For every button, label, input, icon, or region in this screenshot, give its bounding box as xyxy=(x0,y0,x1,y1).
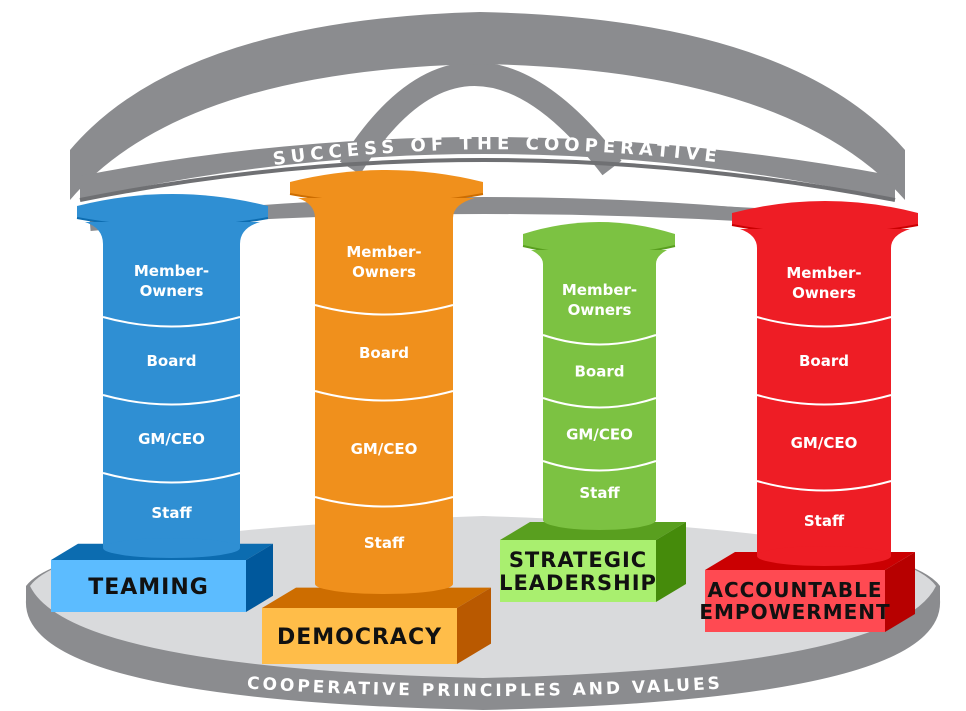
segment-label: Member- Owners xyxy=(786,264,861,302)
segment-label-line: GM/CEO xyxy=(351,440,418,458)
segment-label: Board xyxy=(359,344,409,362)
segment-label-line: Staff xyxy=(151,504,192,522)
base-front-face xyxy=(262,608,457,664)
segment-divider xyxy=(756,394,892,406)
base-side-face xyxy=(457,587,491,664)
capital-neck xyxy=(85,222,260,244)
segment-label: GM/CEO xyxy=(138,430,205,448)
segment-label-line: Member- xyxy=(786,264,861,282)
pillar-base-democracy: DEMOCRACY xyxy=(262,587,491,664)
pillars: TEAMINGMember-OwnersBoardGM/CEOStaffDEMO… xyxy=(51,170,919,664)
segment-label: GM/CEO xyxy=(566,426,633,444)
pillar-shaft xyxy=(315,214,453,584)
segment-label: Staff xyxy=(151,504,192,522)
segment-label-line: Staff xyxy=(804,512,845,530)
segment-label-line: Owners xyxy=(352,263,416,281)
base-label-line: ACCOUNTABLE xyxy=(707,578,882,602)
segment-divider xyxy=(102,472,241,484)
segment-label: Staff xyxy=(804,512,845,530)
shaft-bottom xyxy=(315,574,453,594)
segment-divider xyxy=(314,304,454,316)
pillar-capital xyxy=(732,201,918,234)
segment-label-line: GM/CEO xyxy=(791,434,858,452)
segment-label: Member- Owners xyxy=(562,281,637,319)
segment-label-line: Member- xyxy=(562,281,637,299)
base-top-face xyxy=(262,587,491,608)
dome-arch xyxy=(339,62,622,176)
segment-divider xyxy=(102,316,241,328)
base-front-face xyxy=(705,570,885,632)
base-label-line: STRATEGIC xyxy=(509,548,647,572)
base-side-face xyxy=(656,522,686,602)
base-label-line: EMPOWERMENT xyxy=(699,600,890,624)
segment-divider xyxy=(314,496,454,508)
segment-label-line: Board xyxy=(359,344,409,362)
segment-label: GM/CEO xyxy=(791,434,858,452)
segment-divider xyxy=(542,397,657,409)
base-label-line: TEAMING xyxy=(88,575,209,600)
pillar-shaft xyxy=(543,260,656,520)
segment-label-line: Member- xyxy=(134,262,209,280)
capital-neck xyxy=(531,250,667,264)
dome-front-ring-shadow xyxy=(79,158,896,202)
segment-label-line: Member- xyxy=(346,243,421,261)
base-front-face xyxy=(51,560,246,612)
segment-divider xyxy=(542,334,657,346)
segment-label: GM/CEO xyxy=(351,440,418,458)
segment-divider xyxy=(542,460,657,472)
shaft-bottom xyxy=(543,510,656,530)
base-label-line: LEADERSHIP xyxy=(499,571,657,595)
dome-outer-band xyxy=(70,12,905,200)
segment-label-line: GM/CEO xyxy=(138,430,205,448)
dome-front-ring xyxy=(80,137,895,200)
base-front-face xyxy=(500,540,656,602)
segment-label-line: Board xyxy=(799,352,849,370)
segment-label-line: Owners xyxy=(140,282,204,300)
pillar-capital xyxy=(290,170,483,203)
shaft-bottom xyxy=(757,546,891,566)
segment-label: Member- Owners xyxy=(134,262,209,300)
base-label: DEMOCRACY xyxy=(277,625,442,650)
base-side-face xyxy=(885,552,915,632)
segment-label: Board xyxy=(575,363,625,381)
segment-label: Board xyxy=(147,352,197,370)
segment-divider xyxy=(102,394,241,406)
segment-label: Member- Owners xyxy=(346,243,421,281)
segment-divider xyxy=(756,316,892,328)
segment-label: Staff xyxy=(579,484,620,502)
segment-label-line: Owners xyxy=(792,284,856,302)
segment-label-line: Staff xyxy=(579,484,620,502)
segment-label: Board xyxy=(799,352,849,370)
capital-neck xyxy=(298,198,475,218)
pillar-shaft xyxy=(103,240,240,548)
pillar-base-teaming: TEAMING xyxy=(51,543,273,612)
shaft-bottom xyxy=(103,538,240,558)
segment-divider xyxy=(756,480,892,492)
capital-neck xyxy=(740,229,910,248)
base-label: TEAMING xyxy=(88,575,209,600)
segment-label: Staff xyxy=(364,534,405,552)
base-side-face xyxy=(246,543,273,612)
pillar-capital xyxy=(77,194,268,227)
segment-label-line: Board xyxy=(575,363,625,381)
dome-structure: SUCCESS OF THE COOPERATIVE xyxy=(70,12,905,231)
pillar-capital xyxy=(523,222,675,255)
segment-label-line: Board xyxy=(147,352,197,370)
segment-divider xyxy=(314,390,454,402)
segment-label-line: GM/CEO xyxy=(566,426,633,444)
segment-label-line: Staff xyxy=(364,534,405,552)
base-label-line: DEMOCRACY xyxy=(277,625,442,650)
segment-label-line: Owners xyxy=(568,301,632,319)
